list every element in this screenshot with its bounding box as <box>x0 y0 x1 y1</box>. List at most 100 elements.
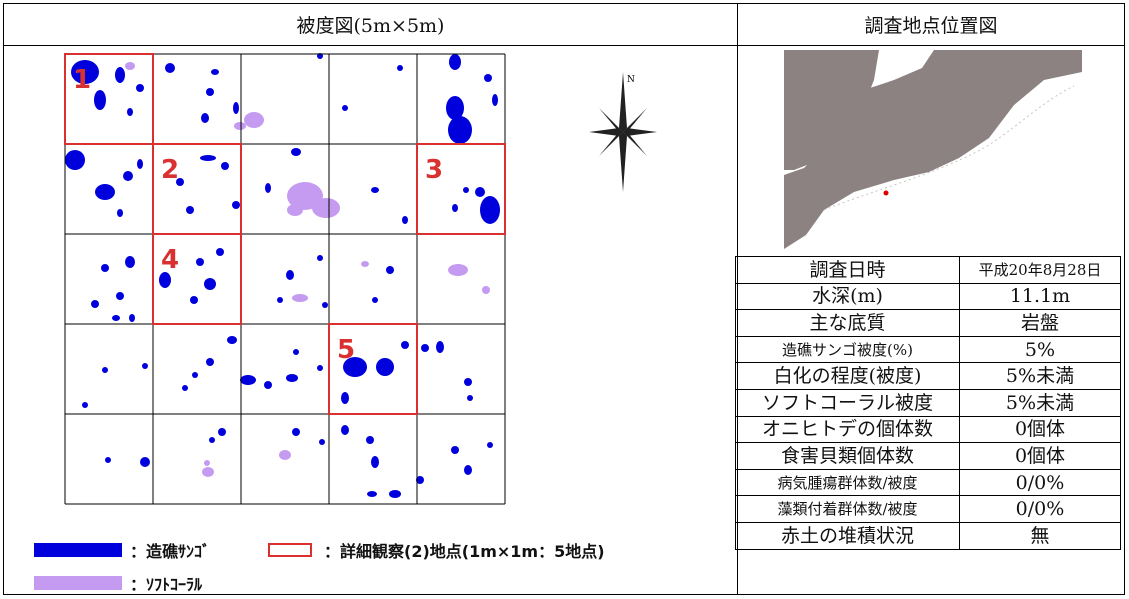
coral-patch <box>95 184 115 200</box>
info-value: 0個体 <box>959 442 1121 470</box>
coral-patch <box>190 296 198 304</box>
coral-patch <box>449 54 461 70</box>
soft-coral-patch <box>361 261 369 267</box>
detail-point-box <box>416 143 506 235</box>
info-value: 5%未満 <box>959 362 1121 390</box>
info-key: 食害貝類個体数 <box>735 442 960 470</box>
legend-soft-coral-label: ：ｿﾌﾄｺｰﾗﾙ <box>130 575 203 594</box>
coral-patch <box>176 178 184 186</box>
compass-rose-icon: N <box>589 72 657 192</box>
coral-patch <box>221 162 229 170</box>
info-key: 調査日時 <box>735 256 960 284</box>
legend-detail-label: ：詳細観察(2)地点(1m×1m：5地点) <box>324 542 605 561</box>
coral-patch <box>159 272 171 288</box>
coral-patch <box>292 428 300 436</box>
coral-patch <box>371 187 379 193</box>
info-value: 0個体 <box>959 415 1121 444</box>
detail-point-box <box>328 323 418 415</box>
coral-patch <box>402 216 408 224</box>
coral-patch <box>211 69 219 75</box>
coral-patch <box>227 336 237 344</box>
coral-patch <box>475 187 485 197</box>
coral-patch <box>264 381 272 389</box>
location-map-title: 調査地点位置図 <box>737 4 1124 46</box>
coral-patch <box>389 490 401 498</box>
coral-patch <box>317 365 323 371</box>
legend-soft-coral: ：ｿﾌﾄｺｰﾗﾙ <box>34 571 202 595</box>
info-row: 造礁サンゴ被度(%)5% <box>735 335 1121 364</box>
soft-coral-patch <box>279 450 291 460</box>
legend-coral-label: ：造礁ｻﾝｺﾞ <box>130 542 211 561</box>
coral-patch <box>291 148 301 156</box>
coral-patch <box>102 367 108 373</box>
soft-coral-patch <box>312 198 340 218</box>
soft-coral-swatch <box>34 576 122 590</box>
info-key: 病気腫瘍群体数/被度 <box>735 468 960 497</box>
coral-patch <box>372 297 378 303</box>
coral-patch <box>115 67 125 83</box>
coral-patch <box>342 105 348 111</box>
coral-patch <box>233 102 239 114</box>
coral-patch <box>464 465 472 475</box>
coral-patch <box>480 196 500 224</box>
info-key: 赤土の堆積状況 <box>735 521 960 550</box>
coral-patch <box>463 187 469 193</box>
coral-patch <box>216 248 224 256</box>
coral-patch <box>123 171 133 181</box>
coral-patch <box>366 436 374 444</box>
info-value: 岩盤 <box>959 309 1121 337</box>
coral-patch <box>65 150 85 170</box>
detail-point-label: 4 <box>161 245 179 275</box>
coral-patch <box>341 425 349 435</box>
legend-detail-point: ：詳細観察(2)地点(1m×1m：5地点) <box>268 538 605 562</box>
info-row: 白化の程度(被度)5%未満 <box>735 362 1121 390</box>
coral-patch <box>82 402 88 408</box>
coral-patch <box>105 457 111 463</box>
location-map <box>784 50 1082 249</box>
coral-patch <box>317 255 323 261</box>
coral-patch <box>204 278 216 290</box>
coral-patch <box>265 183 271 193</box>
soft-coral-patch <box>292 294 308 302</box>
coral-patch <box>416 476 424 484</box>
soft-coral-patch <box>125 62 135 70</box>
coral-patch <box>140 457 150 467</box>
info-row: 水深(m)11.1m <box>735 282 1121 311</box>
coral-patch <box>464 378 472 386</box>
coral-patch <box>200 155 216 161</box>
coral-patches <box>65 53 500 498</box>
info-value: 0/0% <box>959 495 1121 523</box>
detail-point-label: 1 <box>73 65 91 95</box>
coral-patch <box>341 392 349 404</box>
detail-point-label: 3 <box>425 155 443 185</box>
detail-box-swatch <box>268 543 312 557</box>
coral-patch <box>127 108 133 116</box>
info-row: 調査日時平成20年8月28日 <box>735 256 1121 284</box>
coral-patch <box>137 159 143 169</box>
coral-patch <box>286 270 294 280</box>
soft-coral-patch <box>234 122 246 130</box>
coral-patch <box>192 372 198 378</box>
coral-patch <box>101 264 109 272</box>
detail-point-box <box>152 233 242 325</box>
coral-patch <box>452 204 458 212</box>
survey-point-marker <box>883 190 889 196</box>
soft-coral-patch <box>482 286 490 294</box>
coral-patch <box>136 84 144 92</box>
coral-patch <box>71 60 99 84</box>
coral-patch <box>448 116 472 144</box>
coverage-map-title: 被度図(5m×5m) <box>4 4 737 46</box>
coral-patch <box>209 437 215 443</box>
soft-coral-patch <box>287 204 303 216</box>
coral-patch <box>487 442 493 448</box>
coral-patch <box>201 113 209 123</box>
coral-patch <box>322 302 328 308</box>
coral-patch <box>293 349 299 355</box>
coral-patch <box>286 374 298 382</box>
coral-patch <box>206 88 214 96</box>
